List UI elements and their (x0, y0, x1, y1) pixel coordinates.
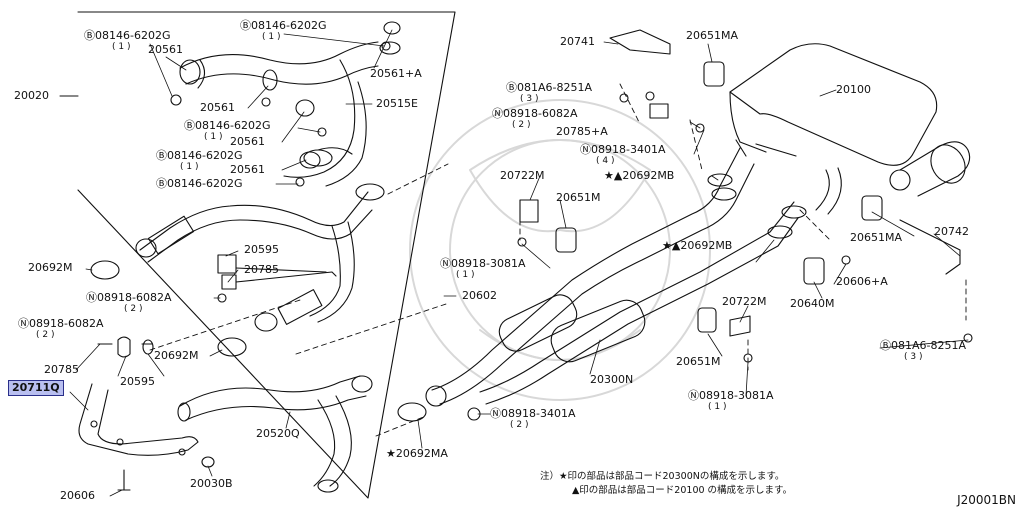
center-muffler-20300n (397, 147, 799, 422)
label-bolt-08146-6202g-d-qty: ( 1 ) (180, 162, 199, 172)
hangers (517, 29, 973, 363)
label-20651ma-b: 20651MA (850, 231, 903, 244)
bracket-20711q (78, 383, 215, 491)
label-20651m-b: 20651M (676, 355, 721, 368)
label-20020: 20020 (14, 89, 49, 102)
label-nut-08918-6082a-c-qty: ( 2 ) (512, 120, 531, 130)
label-20692ma: ★20692MA (386, 447, 448, 460)
label-20722m-b: 20722M (722, 295, 767, 308)
label-20561-c: 20561 (230, 135, 265, 148)
label-20561-a: 20561 (148, 43, 183, 56)
label-bolt-08146-6202g-a-qty: ( 1 ) (112, 42, 131, 52)
label-bolt-08146-6202g-e: Ⓑ08146-6202G (156, 177, 243, 190)
label-20651ma-a: 20651MA (686, 29, 739, 42)
label-bolt-08146-6202g-b: Ⓑ08146-6202G (240, 19, 327, 32)
label-bolt-08146-6202g-c-qty: ( 1 ) (204, 132, 223, 142)
label-20640m: 20640M (790, 297, 835, 310)
label-20606-plus-a: 20606+A (836, 275, 888, 288)
label-20722m-a: 20722M (500, 169, 545, 182)
label-nut-08918-3081a-b: Ⓝ08918-3081A (688, 389, 774, 402)
label-nut-08918-3401a-a-qty: ( 4 ) (596, 156, 615, 166)
label-leaders (69, 29, 969, 497)
label-20561-d: 20561 (230, 163, 265, 176)
label-nut-08918-3081a-a: Ⓝ08918-3081A (440, 257, 526, 270)
front-tube-20515e (179, 41, 401, 187)
label-20692m-b: 20692M (154, 349, 199, 362)
front-tube-catalysts (90, 183, 385, 357)
label-20692m-a: 20692M (28, 261, 73, 274)
label-bolt-081a6-8251a-a: Ⓑ081A6-8251A (506, 81, 593, 94)
label-20692mb-a: ★▲20692MB (604, 169, 675, 182)
label-20595-a: 20595 (244, 243, 279, 256)
label-20030b: 20030B (190, 477, 233, 490)
label-20300n: 20300N (590, 373, 634, 386)
label-bolt-081a6-8251a-b-qty: ( 3 ) (904, 352, 923, 362)
footnote-line-1: 注）★印の部品は部品コード20300Nの構成を示します。 (540, 471, 785, 482)
label-20692mb-b: ★▲20692MB (662, 239, 733, 252)
label-20785-plus-a: 20785+A (556, 125, 608, 138)
label-20520q: 20520Q (256, 427, 300, 440)
diagram-code: J20001BN (957, 493, 1016, 507)
label-20515e: 20515E (376, 97, 418, 110)
footnote-line-2: ▲印の部品は部品コード20100 の構成を示します。 (572, 485, 793, 496)
label-nut-08918-6082a-b-qty: ( 2 ) (36, 330, 55, 340)
label-20561-plus-a: 20561+A (370, 67, 422, 80)
label-nut-08918-6082a-b: Ⓝ08918-6082A (18, 317, 104, 330)
label-20561-b: 20561 (200, 101, 235, 114)
label-nut-08918-6082a-a-qty: ( 2 ) (124, 304, 143, 314)
label-nut-08918-3401a-b: Ⓝ08918-3401A (490, 407, 576, 420)
label-20602: 20602 (462, 289, 497, 302)
label-bolt-08146-6202g-b-qty: ( 1 ) (262, 32, 281, 42)
label-bolt-08146-6202g-d: Ⓑ08146-6202G (156, 149, 243, 162)
label-20595-b: 20595 (120, 375, 155, 388)
label-20651m-a: 20651M (556, 191, 601, 204)
label-nut-08918-3081a-b-qty: ( 1 ) (708, 402, 727, 412)
front-tube-20520q (177, 375, 373, 493)
label-bolt-081a6-8251a-b: Ⓑ081A6-8251A (880, 339, 967, 352)
label-20711q-highlighted[interactable]: 20711Q (8, 380, 64, 396)
label-nut-08918-3401a-b-qty: ( 2 ) (510, 420, 529, 430)
label-20785-b: 20785 (44, 363, 79, 376)
label-bolt-081a6-8251a-a-qty: ( 3 ) (520, 94, 539, 104)
label-20606: 20606 (60, 489, 95, 502)
label-20785-a: 20785 (244, 263, 279, 276)
assembly-leaders (149, 83, 967, 437)
label-bolt-08146-6202g-a: Ⓑ08146-6202G (84, 29, 171, 42)
label-bolt-08146-6202g-c: Ⓑ08146-6202G (184, 119, 271, 132)
label-nut-08918-3081a-a-qty: ( 1 ) (456, 270, 475, 280)
label-20742: 20742 (934, 225, 969, 238)
label-nut-08918-6082a-c: Ⓝ08918-6082A (492, 107, 578, 120)
clamps-left (170, 21, 401, 187)
label-20100: 20100 (836, 83, 871, 96)
label-nut-08918-6082a-a: Ⓝ08918-6082A (86, 291, 172, 304)
group-outline-20020 (77, 11, 456, 499)
rear-muffler-20100 (707, 43, 971, 239)
label-nut-08918-3401a-a: Ⓝ08918-3401A (580, 143, 666, 156)
label-20741: 20741 (560, 35, 595, 48)
